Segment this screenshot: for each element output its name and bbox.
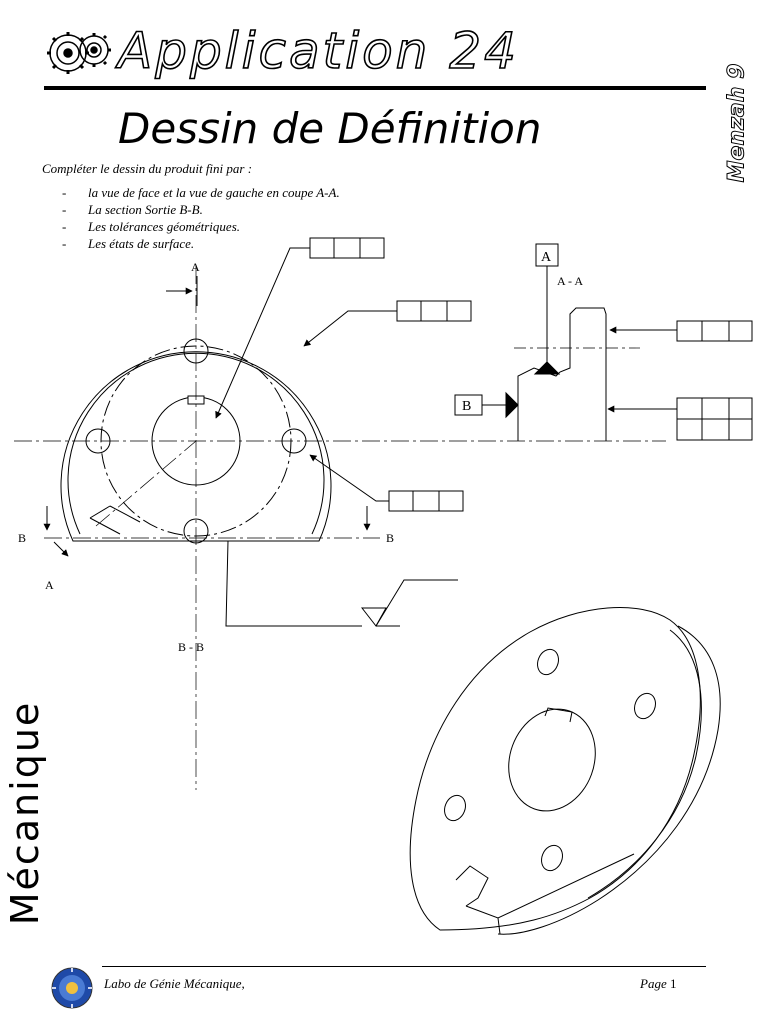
section-label-a-top: A (191, 260, 200, 274)
task-list: la vue de face et la vue de gauche en co… (62, 184, 340, 253)
section-label-b-left: B (18, 531, 26, 545)
section-bb-label: B - B (178, 640, 204, 654)
footer-rule (102, 966, 706, 967)
side-view (517, 307, 607, 441)
leaders-side (607, 326, 677, 413)
lab-logo (51, 967, 93, 1009)
iso-hole-3 (444, 794, 466, 822)
iso-keyway (544, 707, 573, 723)
side-label-area: Mécanique (3, 660, 47, 965)
iso-hole-1 (537, 648, 559, 676)
task-item: Les états de surface. (62, 235, 340, 253)
footer-lab: Labo de Génie Mécanique, (104, 976, 245, 991)
iso-flange-back (497, 625, 721, 935)
datum-a-letter: A (541, 250, 552, 265)
gear-logo (47, 32, 111, 74)
surface-finish-symbol (225, 540, 458, 627)
tolerance-frames-side (676, 320, 753, 441)
datum-a (533, 243, 561, 375)
iso-bore (508, 708, 596, 812)
section-label-b-right: B (386, 531, 394, 545)
header-rule (44, 86, 706, 90)
section-label-a-bottom: A (45, 578, 54, 592)
iso-flange-front (409, 607, 701, 931)
datum-b-letter: B (462, 399, 471, 414)
flange-outer-contour (60, 351, 332, 542)
task-item: Les tolérances géométriques. (62, 218, 340, 236)
instructions: Compléter le dessin du produit fini par … (42, 160, 340, 253)
iso-hole-2 (634, 692, 656, 720)
isometric-view (409, 607, 721, 935)
footer-page: Page 1 (640, 976, 676, 992)
application-title: Application 24 (117, 21, 519, 81)
centerlines (14, 266, 666, 790)
instructions-intro: Compléter le dessin du produit fini par … (42, 161, 253, 176)
datum-b (454, 391, 519, 419)
iso-flange-rim (587, 629, 702, 899)
task-item: la vue de face et la vue de gauche en co… (62, 184, 340, 202)
document-title: Dessin de Définition (118, 104, 542, 153)
task-item: La section Sortie B-B. (62, 201, 340, 219)
leaders-front (215, 247, 397, 502)
page-label: Page (640, 976, 667, 991)
side-label: Mécanique (3, 700, 47, 925)
tolerance-frames-front (309, 237, 472, 512)
iso-slot (455, 865, 489, 907)
page-number: 1 (669, 976, 677, 991)
section-title-aa: A - A (557, 274, 583, 288)
slot (89, 505, 141, 535)
iso-flat (465, 853, 635, 935)
section-markers (43, 276, 371, 557)
iso-hole-4 (541, 844, 563, 872)
